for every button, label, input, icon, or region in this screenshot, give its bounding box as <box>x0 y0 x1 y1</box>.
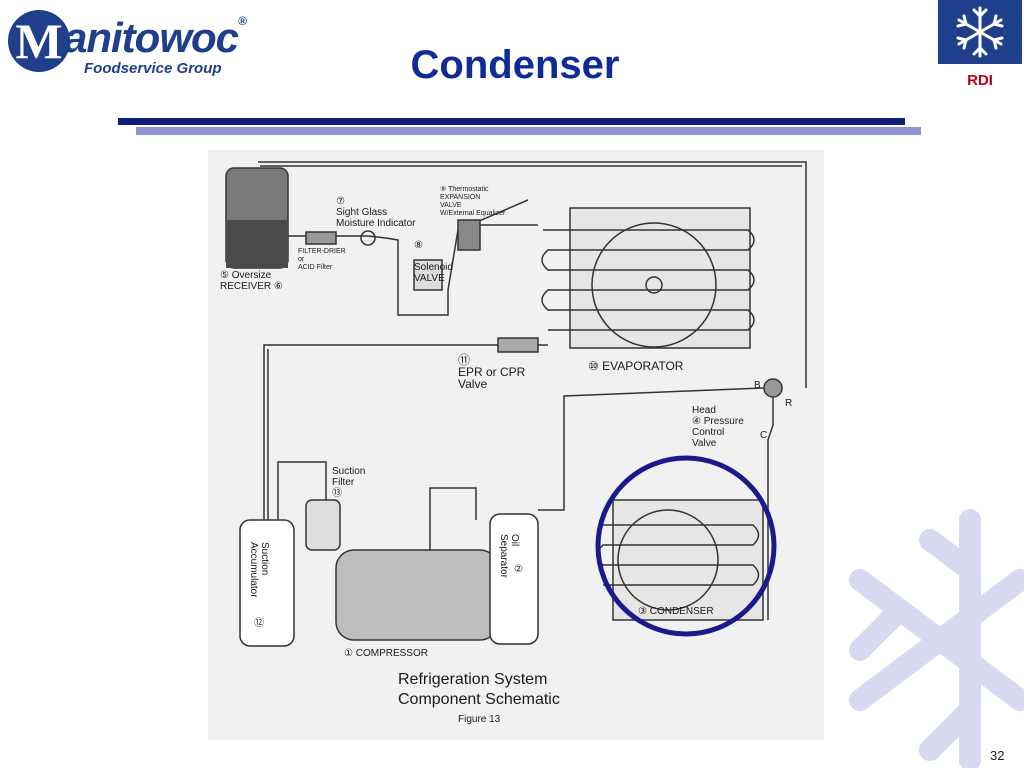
condenser-frame <box>612 499 764 621</box>
schematic-drawing <box>225 161 807 647</box>
filter-drier-label: FILTER-DRIER or ACID Filter <box>298 248 346 271</box>
condenser-label: ③ CONDENSER <box>638 606 714 617</box>
filter-drier <box>305 231 337 245</box>
suction-accumulator <box>239 519 295 647</box>
manitowoc-logo: M anitowoc® Foodservice Group <box>8 10 258 80</box>
receiver-label: ⑤ Oversize RECEIVER ⑥ <box>220 270 283 292</box>
snowflake-icon <box>956 6 1004 58</box>
condenser-highlight-circle <box>595 455 777 637</box>
sight-glass <box>360 230 376 246</box>
solenoid-valve <box>413 259 443 291</box>
condenser-fan <box>617 509 719 611</box>
epr-valve <box>497 337 539 353</box>
figure-number: Figure 13 <box>458 714 501 725</box>
head-pressure-b-label: B <box>754 380 761 391</box>
page-number: 32 <box>990 748 1005 763</box>
compressor <box>335 549 499 641</box>
logo-wordmark: anitowoc® <box>64 14 247 62</box>
logo-name: anitowoc <box>64 14 239 61</box>
title-rule-dark <box>118 118 905 125</box>
suction-accumulator-label: Suction Accumulator <box>248 542 270 598</box>
head-pressure-valve <box>763 378 783 398</box>
txv-label: ⑨ Thermostatic EXPANSION VALVE W/Externa… <box>440 186 506 217</box>
suction-accumulator-num: ⑫ <box>254 618 264 629</box>
slide-title: Condenser <box>410 43 620 87</box>
decorative-snowflake-icon <box>849 509 1024 768</box>
head-pressure-label: Head ④ Pressure Control Valve <box>692 405 744 449</box>
rdi-label: RDI <box>967 72 993 89</box>
logo-mark: M <box>8 10 70 72</box>
schematic-caption: Refrigeration System Component Schematic <box>398 671 560 708</box>
suction-filter-label: Suction Filter ⑬ <box>332 466 366 499</box>
oil-separator <box>489 513 539 645</box>
oil-separator-num: ② <box>514 564 523 575</box>
evaporator-frame <box>569 207 751 349</box>
sight-glass-label: ⑦ Sight Glass Moisture Indicator <box>336 196 416 229</box>
evaporator-fan <box>591 222 717 348</box>
logo-registered: ® <box>238 14 247 28</box>
epr-label: ⑪ EPR or CPR Valve <box>458 353 526 391</box>
refrigeration-schematic: FILTER-DRIER or ACID Filter ⑤ Oversize R… <box>208 150 824 740</box>
head-pressure-r-label: R <box>785 398 793 409</box>
rdi-badge <box>938 0 1022 64</box>
suction-filter <box>305 499 341 551</box>
title-rule-light <box>136 127 921 135</box>
compressor-label: ① COMPRESSOR <box>344 648 428 659</box>
solenoid-label: ⑧ Solenoid VALVE <box>414 240 453 284</box>
txv <box>457 219 481 251</box>
evaporator-label: ⑩ EVAPORATOR <box>588 359 684 373</box>
logo-tagline: Foodservice Group <box>84 60 222 77</box>
oil-separator-label: Oil Separator <box>498 534 520 578</box>
head-pressure-c-label: C <box>760 430 768 441</box>
